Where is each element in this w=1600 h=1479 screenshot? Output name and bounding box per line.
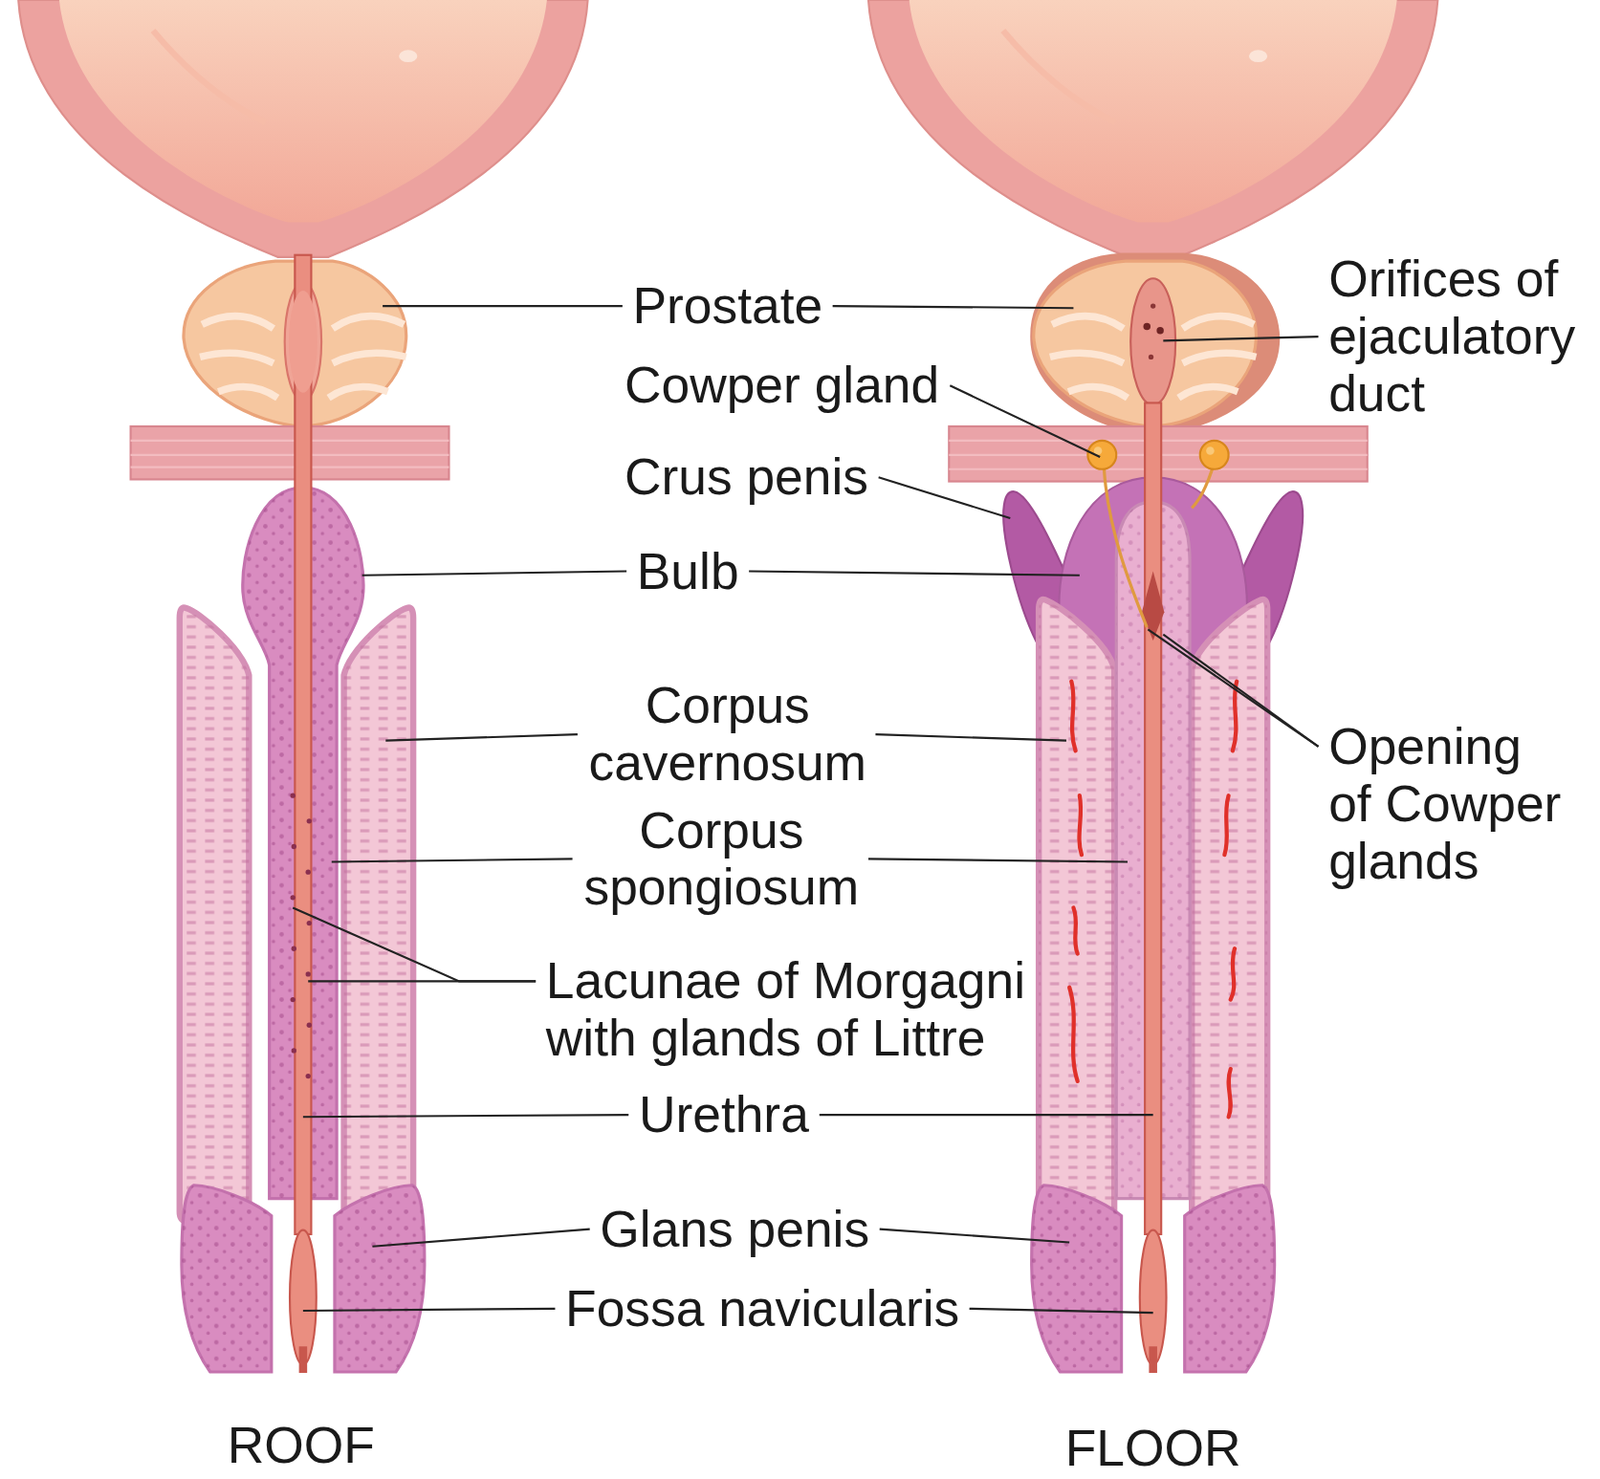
leader-line	[1147, 629, 1318, 747]
roof-view	[179, 255, 425, 1374]
leader-line	[868, 858, 1128, 862]
leader-line	[949, 385, 1100, 458]
leader-line	[362, 570, 627, 575]
part-label: Corpus cavernosum	[588, 677, 868, 791]
part-label: FLOOR	[1064, 1420, 1243, 1478]
part-label: Crus penis	[624, 448, 871, 506]
part-label: Fossa navicularis	[565, 1280, 962, 1338]
leader-line	[372, 1229, 590, 1248]
leader-line	[832, 306, 1074, 308]
part-label: Prostate	[633, 277, 826, 335]
leader-line	[385, 734, 578, 741]
leader-line	[303, 1115, 629, 1118]
leader-line	[1162, 635, 1318, 747]
leader-line	[303, 1309, 556, 1312]
leader-line	[969, 1309, 1154, 1314]
leader-line	[879, 1229, 1070, 1244]
leader-line	[875, 734, 1067, 741]
bladder	[18, 0, 588, 258]
floor-view	[1003, 402, 1303, 1374]
part-label: Opening of Cowper glands	[1328, 718, 1563, 890]
part-label: Glans penis	[599, 1201, 872, 1259]
leader-line	[1162, 336, 1318, 341]
leader-line	[878, 477, 1011, 519]
leader-line	[307, 980, 536, 983]
leader-line	[292, 908, 536, 983]
part-label: Bulb	[636, 543, 742, 601]
leader-line	[331, 858, 573, 862]
part-label: Urethra	[638, 1086, 811, 1144]
leader-line	[819, 1114, 1154, 1117]
part-label: Lacunae of Morgagni with glands of Littr…	[546, 952, 1029, 1067]
leader-line	[382, 305, 623, 307]
part-label: Orifices of ejaculatory duct	[1328, 250, 1578, 422]
part-label: ROOF	[226, 1417, 376, 1475]
part-label: Corpus spongiosum	[582, 802, 860, 917]
part-label: Cowper gland	[624, 356, 943, 415]
leader-line	[748, 570, 1080, 575]
